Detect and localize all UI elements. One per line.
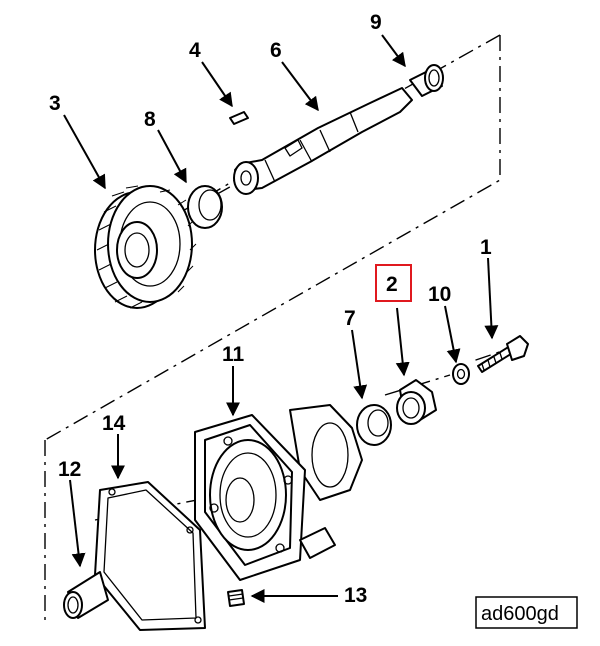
callout-11: 11	[222, 343, 245, 366]
plug-part-13	[227, 589, 245, 607]
ring-part-8	[187, 185, 223, 229]
sleeve-part-2	[396, 379, 437, 425]
callout-12: 12	[58, 458, 81, 481]
tube-part-12	[63, 571, 109, 619]
shaft-part-6	[233, 87, 413, 195]
callout-2: 2	[386, 273, 398, 296]
gear-part-3	[94, 185, 197, 309]
callout-14: 14	[102, 412, 126, 435]
callout-10: 10	[428, 283, 451, 306]
bolt-part-1	[477, 335, 529, 373]
seal-ring-part-7	[356, 404, 392, 446]
callout-6: 6	[270, 39, 282, 62]
callout-9: 9	[370, 11, 382, 34]
housing-part-11	[194, 404, 363, 581]
callout-8: 8	[144, 108, 156, 131]
reference-code: ad600gd	[481, 603, 559, 625]
callout-1: 1	[480, 236, 492, 259]
leader-arrows	[63, 34, 499, 603]
key-part-4	[229, 111, 249, 125]
washer-part-10	[452, 363, 470, 385]
callout-3: 3	[49, 92, 61, 115]
callout-highlight-box	[375, 264, 412, 302]
gasket-part-14	[94, 481, 206, 631]
callout-13: 13	[344, 584, 367, 607]
reference-code-box: ad600gd	[475, 596, 578, 629]
bushing-part-9	[409, 64, 444, 97]
callout-4: 4	[189, 39, 201, 62]
callout-7: 7	[344, 307, 356, 330]
